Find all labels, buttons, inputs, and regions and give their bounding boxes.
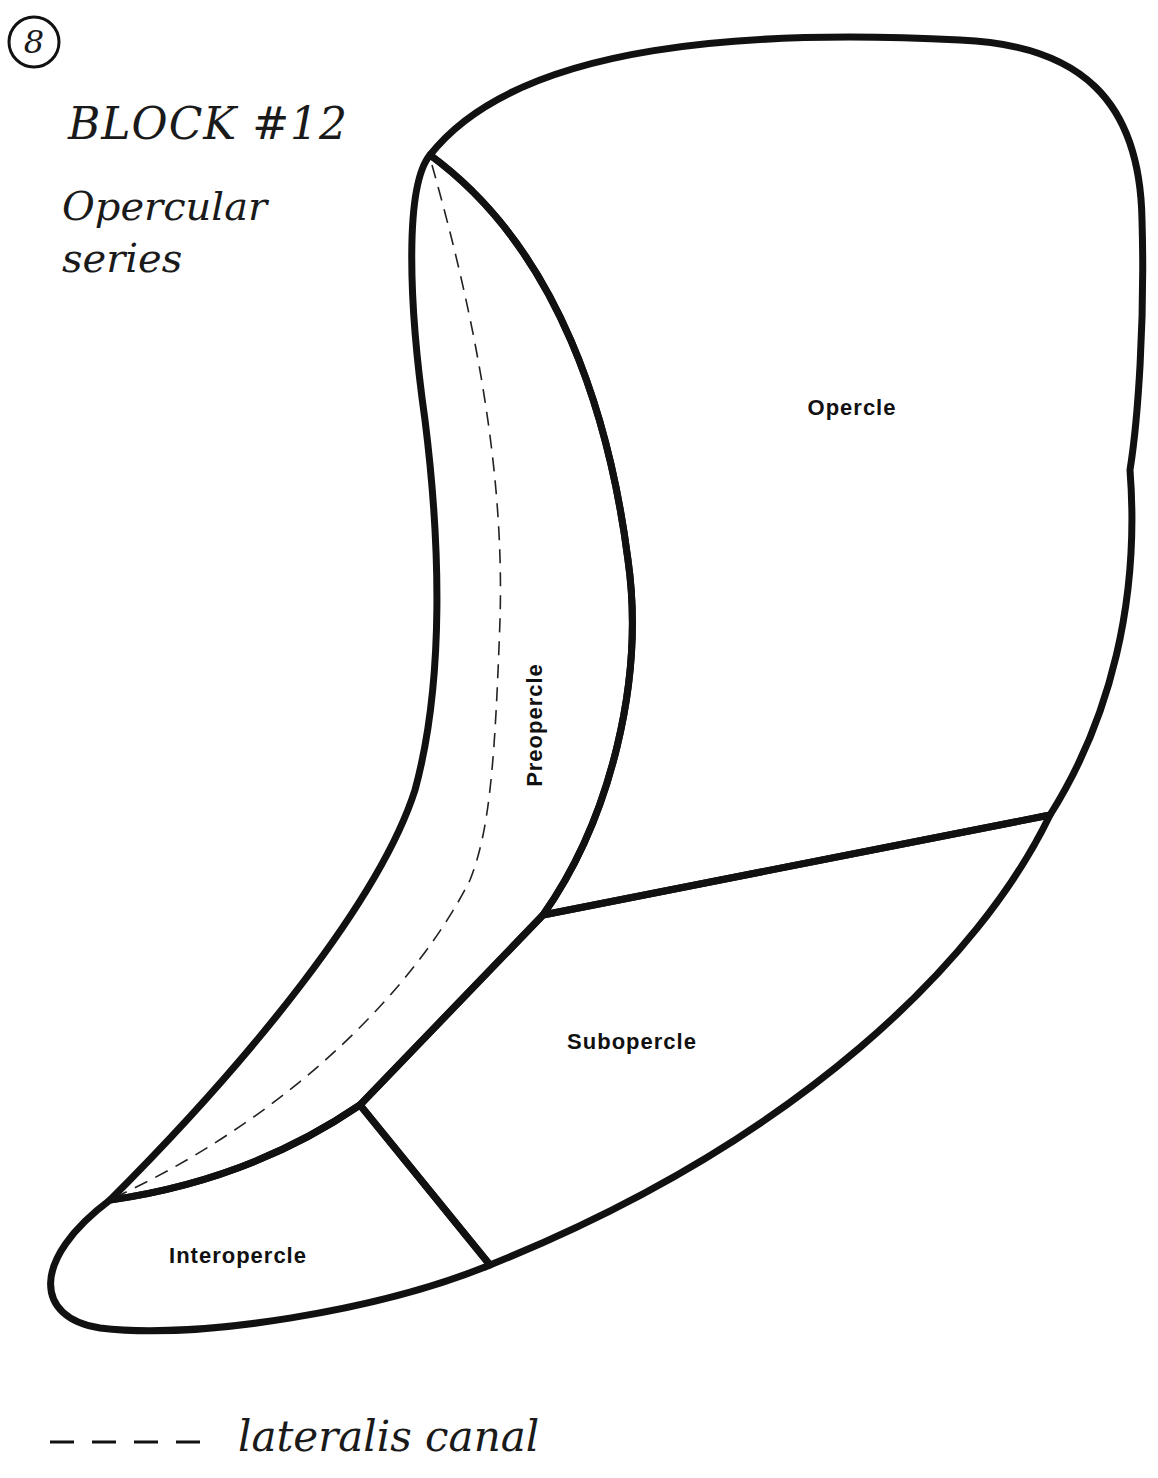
bone-outline-path <box>430 37 1143 915</box>
legend-sample <box>50 1441 205 1444</box>
opercle-bone: Opercle <box>400 20 1155 930</box>
bone-label: Interopercle <box>169 1243 307 1269</box>
subopercle-bone: Subopercle <box>350 800 1060 1275</box>
callout-number: 8 <box>24 23 44 61</box>
bone-outline-path <box>110 155 632 1200</box>
bone-outline <box>400 20 1155 930</box>
legend-text: lateralis canal <box>238 1412 539 1461</box>
lateralis-canal <box>120 165 500 1195</box>
bone-label: Subopercle <box>567 1029 697 1055</box>
bone-outline-path <box>51 1105 490 1331</box>
bone-outline <box>35 1095 500 1340</box>
heading-note: Opercular series <box>62 180 312 284</box>
title: BLOCK #12 <box>68 98 348 149</box>
interopercle-bone: Interopercle <box>35 1095 500 1340</box>
bone-label: Opercle <box>808 395 897 421</box>
callout-circle <box>9 17 59 67</box>
bone-label: Preopercle <box>522 663 548 787</box>
bone-outline <box>350 800 1060 1275</box>
bone-outline-path <box>360 815 1050 1265</box>
